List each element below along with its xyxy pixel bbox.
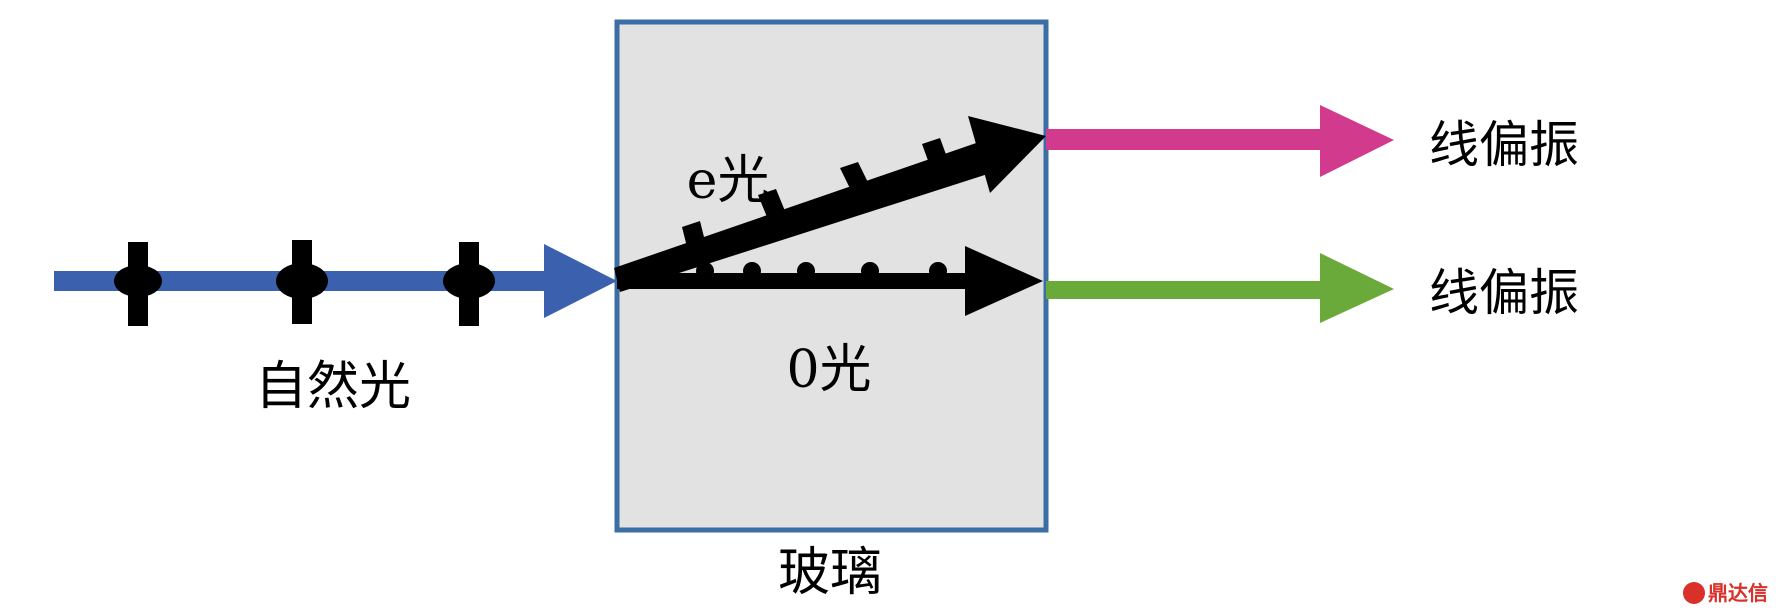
output-bottom-label: 线偏振 <box>1429 264 1579 322</box>
watermark-text: 鼎达信 <box>1708 581 1768 605</box>
o-ray-arrowhead <box>965 246 1043 316</box>
output-beam-e <box>1046 105 1394 177</box>
output-beam-o <box>1046 253 1394 323</box>
watermark: 鼎达信 <box>1683 581 1768 605</box>
vibration-mark <box>443 242 495 326</box>
o-ray-label: 0光 <box>786 340 871 400</box>
e-ray-line-marks <box>682 138 956 255</box>
incident-vibration-marks <box>114 240 495 326</box>
e-ray-label: e光 <box>687 151 770 211</box>
output-top-label: 线偏振 <box>1429 116 1579 174</box>
output-beam-o-arrowhead <box>1320 253 1394 323</box>
seal-logo-icon <box>1683 582 1705 604</box>
incident-beam-arrowhead <box>544 244 617 318</box>
output-beam-o-shaft <box>1046 281 1326 299</box>
e-ray-arrowhead <box>968 116 1046 193</box>
e-ray-shaft <box>614 141 994 292</box>
o-ray <box>617 246 1043 316</box>
o-ray-dot-marks <box>696 262 947 280</box>
vibration-mark <box>276 240 328 324</box>
natural-light-label: 自然光 <box>255 357 411 417</box>
glass-label: 玻璃 <box>778 543 882 603</box>
vibration-mark <box>114 242 162 326</box>
output-beam-e-shaft <box>1046 129 1326 150</box>
e-ray <box>614 116 1046 292</box>
output-beam-e-arrowhead <box>1320 105 1394 177</box>
